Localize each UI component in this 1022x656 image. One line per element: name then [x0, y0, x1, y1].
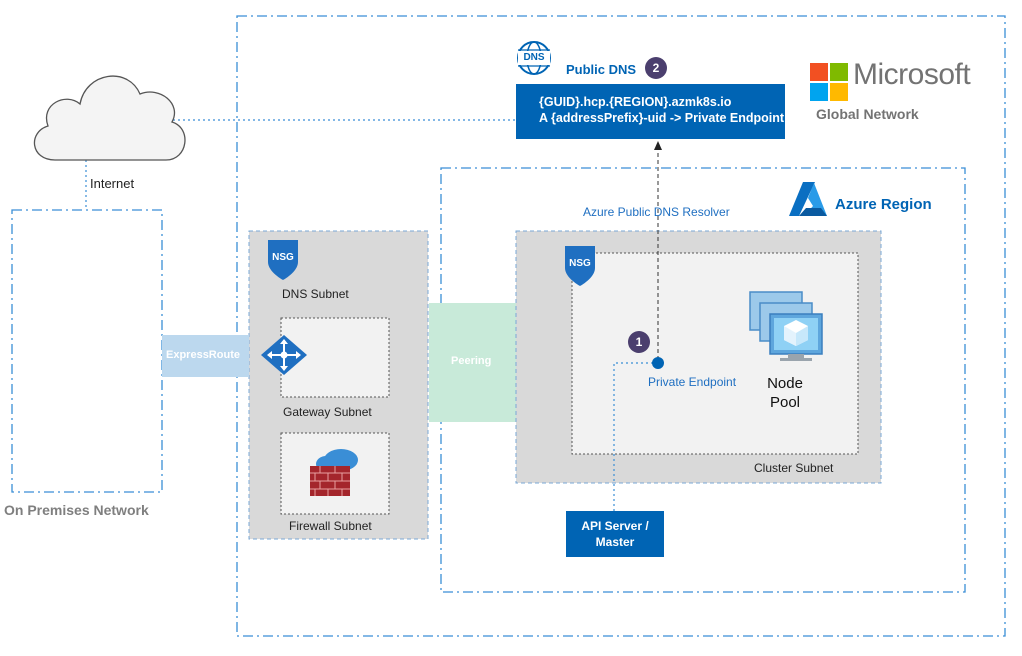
microsoft-wordmark: Microsoft: [853, 58, 971, 91]
ms-logo-yellow: [830, 83, 848, 101]
resolver-arrowhead: [654, 141, 662, 150]
ms-logo-green: [830, 63, 848, 81]
api-server-box: API Server / Master: [566, 511, 664, 557]
gateway-icon: [261, 335, 307, 375]
expressroute-band: [162, 335, 249, 377]
on-premises-boundary: [11, 209, 163, 493]
api-to-endpoint-line: [613, 362, 655, 511]
hub-nsg-shield-icon: [268, 240, 298, 280]
ms-logo-blue: [810, 83, 828, 101]
dns-subnet-label: DNS Subnet: [282, 287, 349, 301]
global-network-label: Global Network: [816, 106, 919, 122]
global-network-boundary: [236, 15, 1006, 637]
dns-icon-text: DNS: [523, 52, 545, 63]
node-pool-line-1: Node: [767, 375, 803, 392]
ms-logo-red: [810, 63, 828, 81]
step-1-badge: 1: [628, 331, 650, 353]
public-dns-record-box: {GUID}.hcp.{REGION}.azmk8s.io A {address…: [516, 84, 785, 139]
step-2-badge: 2: [645, 57, 667, 79]
node-pool-label: Node Pool: [760, 374, 810, 412]
cluster-subnet-label: Cluster Subnet: [754, 461, 834, 475]
on-premises-label: On Premises Network: [4, 502, 149, 518]
api-server-line-1: API Server /: [581, 519, 649, 533]
firewall-subnet-label: Firewall Subnet: [289, 519, 372, 533]
cluster-nsg-text: NSG: [569, 258, 591, 269]
public-dns-title: Public DNS: [566, 62, 637, 77]
azure-logo-icon: [789, 182, 827, 216]
azure-resolver-label: Azure Public DNS Resolver: [583, 205, 730, 219]
internet-cloud-icon: [33, 75, 186, 161]
private-endpoint-label: Private Endpoint: [648, 375, 737, 389]
api-server-line-2: Master: [595, 535, 635, 549]
hub-nsg-text: NSG: [272, 252, 294, 263]
dns-globe-icon: [517, 41, 551, 75]
expressroute-label: ExpressRoute: [166, 349, 240, 361]
dns-record-line-2: A {addressPrefix}-uid -> Private Endpoin…: [539, 111, 785, 125]
private-endpoint-dot: [652, 357, 664, 369]
internet-label: Internet: [90, 176, 135, 191]
cluster-nsg-shield-icon: [565, 246, 595, 286]
firewall-icon: [310, 449, 358, 496]
node-pool-icon: [749, 291, 823, 361]
dns-record-line-1: {GUID}.hcp.{REGION}.azmk8s.io: [539, 95, 732, 109]
gateway-subnet-label: Gateway Subnet: [283, 405, 372, 419]
azure-region-title: Azure Region: [835, 196, 932, 213]
peering-band: [429, 303, 516, 422]
node-pool-line-2: Pool: [769, 394, 801, 411]
peering-label: Peering: [451, 355, 492, 367]
